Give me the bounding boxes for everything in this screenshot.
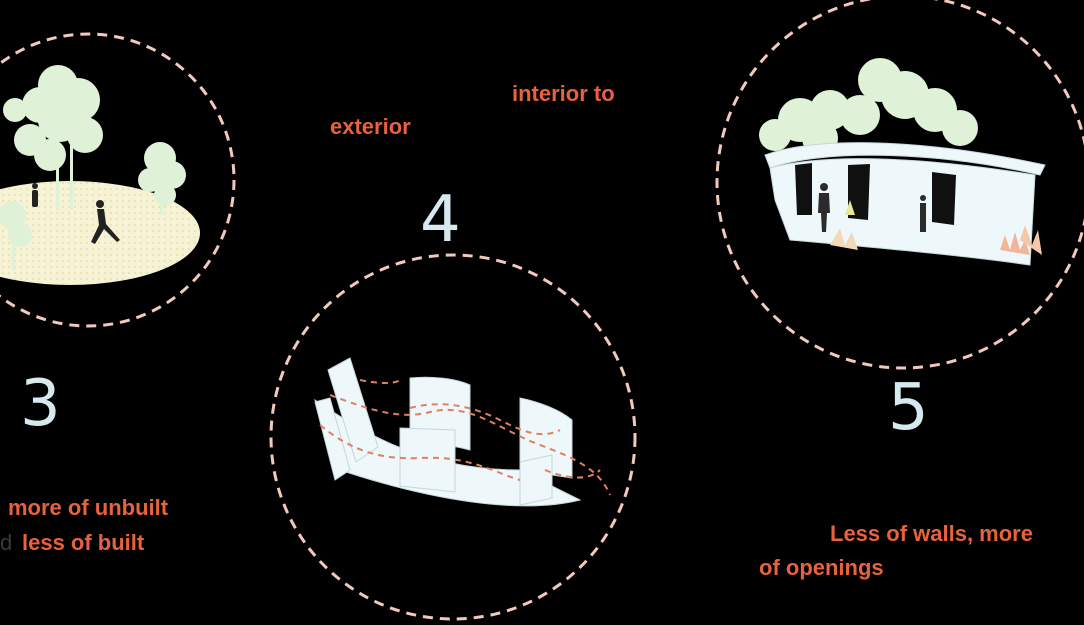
- step-5-trees: [759, 58, 978, 156]
- step-4-number: 4: [420, 188, 461, 252]
- step-5-caption-line-1: Less of walls, more: [830, 523, 1033, 545]
- step-3-caption-line-2: less of built: [22, 532, 144, 554]
- step-5-caption-line-2: of openings: [759, 557, 884, 579]
- step-4-caption-line-2: exterior: [330, 116, 411, 138]
- step-3-caption-line-1: more of unbuilt: [8, 497, 168, 519]
- step-3-caption-fragment: d: [0, 532, 12, 554]
- step-3-number: 3: [20, 372, 61, 436]
- step-5-number: 5: [888, 376, 929, 440]
- step-4-caption-line-1: interior to: [512, 83, 615, 105]
- step-5-illustration: [717, 0, 1084, 368]
- step-3-illustration: [0, 34, 234, 326]
- step-4-illustration: [271, 255, 635, 619]
- step-4-wall-fragments: [315, 358, 580, 506]
